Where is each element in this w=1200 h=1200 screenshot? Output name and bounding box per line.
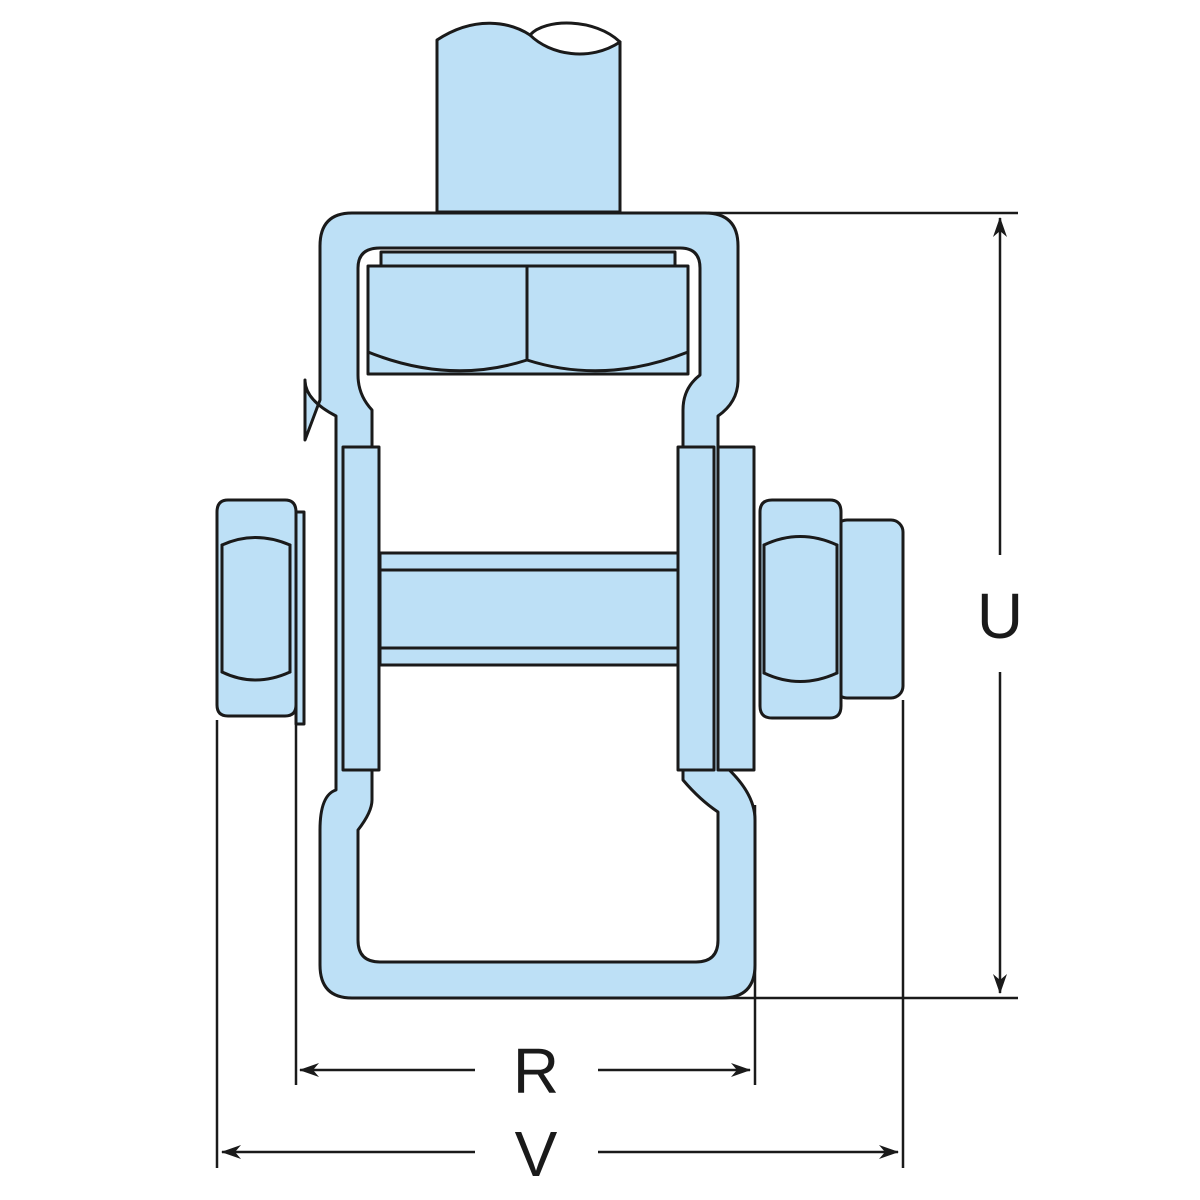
inner-plate-right bbox=[676, 445, 716, 772]
dimension-r bbox=[294, 724, 757, 1085]
hex-nut bbox=[758, 498, 843, 720]
dimension-u bbox=[708, 211, 1018, 1000]
dimension-v bbox=[215, 700, 905, 1168]
outer-plate-right bbox=[716, 445, 756, 772]
bolt-shank bbox=[378, 551, 680, 667]
bolt-end bbox=[833, 518, 905, 700]
bracket-frame bbox=[303, 211, 757, 1000]
bolt-head bbox=[215, 498, 298, 718]
dimension-v-label: V bbox=[515, 1118, 558, 1190]
dimension-r-label: R bbox=[513, 1035, 559, 1107]
inner-plate-left bbox=[341, 445, 381, 772]
dimension-u-label: U bbox=[977, 580, 1023, 652]
shaft bbox=[435, 21, 622, 214]
top-nut bbox=[366, 250, 690, 376]
